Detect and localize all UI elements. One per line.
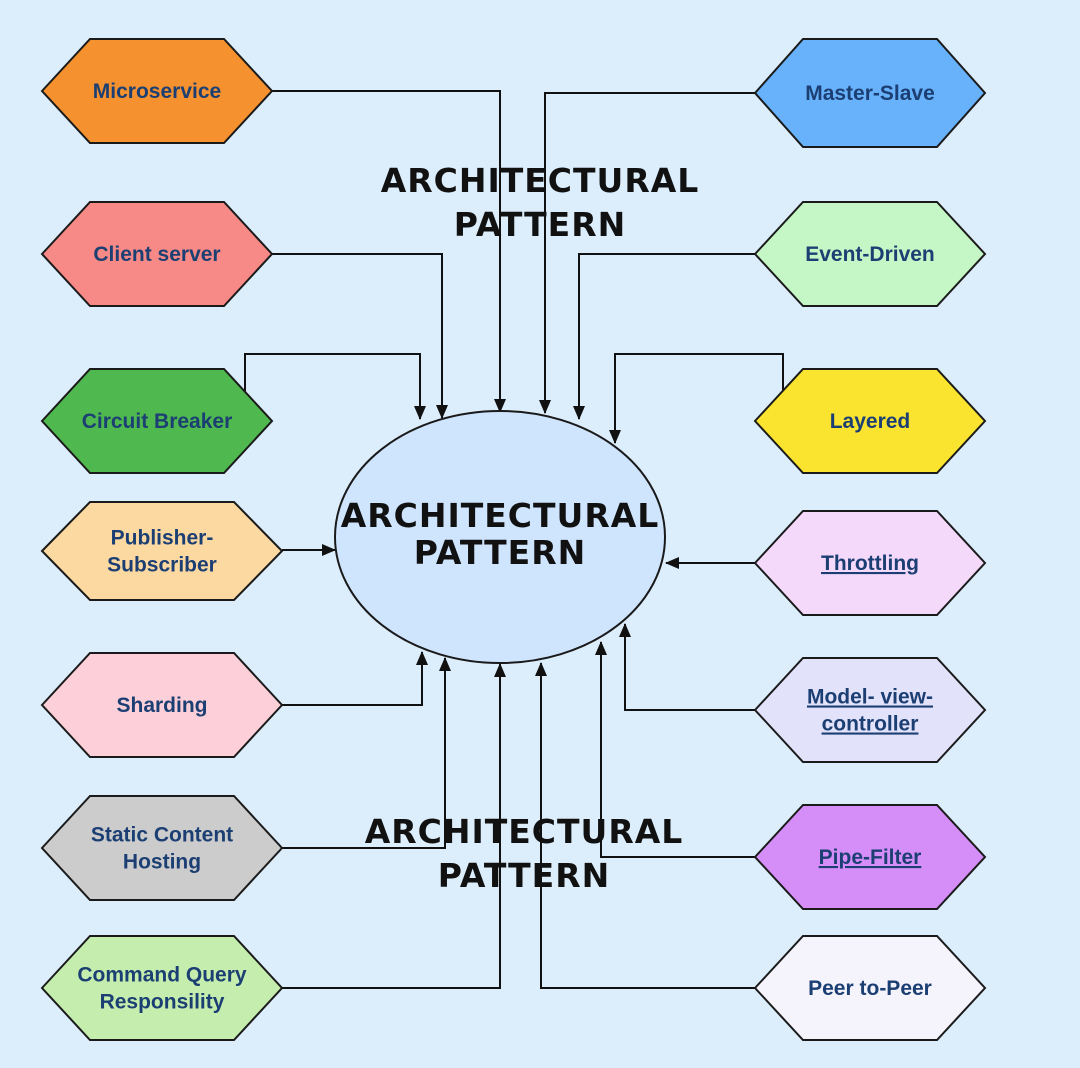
node-shape-publisher-subscriber <box>40 501 284 601</box>
node-label-throttling[interactable]: Throttling <box>821 552 919 575</box>
node-label-layered: Layered <box>830 410 911 433</box>
connector-master-slave <box>539 92 756 414</box>
top-heading-line1: ARCHITECTURAL <box>381 161 700 200</box>
node-microservice: Microservice <box>40 38 274 144</box>
connector-microservice <box>272 90 506 413</box>
node-label-microservice: Microservice <box>93 80 221 103</box>
connector-pipe-filter <box>595 641 756 858</box>
node-shape-throttling <box>753 510 987 616</box>
node-label-model-view-controller-line2[interactable]: controller <box>822 713 919 736</box>
node-label-publisher-subscriber-line1: Publisher- <box>111 527 214 550</box>
node-shape-model-view-controller <box>753 657 987 763</box>
connector-command-query-responsibility <box>282 663 506 989</box>
center-label-line1: ARCHITECTURAL <box>341 496 660 535</box>
connectors <box>244 90 784 989</box>
node-shape-command-query-responsibility <box>40 935 284 1041</box>
bottom-heading-line2: PATTERN <box>438 856 610 895</box>
node-shape-master-slave <box>753 38 987 148</box>
node-shape-event-driven <box>753 201 987 307</box>
node-layered: Layered <box>753 368 987 474</box>
connector-client-server <box>272 253 448 419</box>
node-peer-to-peer: Peer to-Peer <box>753 935 987 1041</box>
node-sharding: Sharding <box>40 652 284 758</box>
node-shape-client-server <box>40 201 274 307</box>
node-label-model-view-controller-line1[interactable]: Model- view- <box>807 686 933 709</box>
node-circuit-breaker: Circuit Breaker <box>40 368 274 474</box>
node-shape-pipe-filter <box>753 804 987 910</box>
node-client-server: Client server <box>40 201 274 307</box>
node-publisher-subscriber: Publisher- Subscriber <box>40 501 284 601</box>
connector-event-driven <box>573 253 756 420</box>
center-ellipse <box>334 410 666 664</box>
node-shape-sharding <box>40 652 284 758</box>
connector-layered <box>609 353 784 444</box>
node-label-publisher-subscriber-line2: Subscriber <box>107 554 217 577</box>
node-label-event-driven: Event-Driven <box>805 243 935 266</box>
top-heading-line2: PATTERN <box>454 205 626 244</box>
node-throttling[interactable]: Throttling <box>753 510 987 616</box>
node-label-circuit-breaker: Circuit Breaker <box>82 410 233 433</box>
node-pipe-filter[interactable]: Pipe-Filter <box>753 804 987 910</box>
connector-peer-to-peer <box>535 662 756 989</box>
connector-circuit-breaker <box>244 353 426 420</box>
node-shape-circuit-breaker <box>40 368 274 474</box>
center-label-line2: PATTERN <box>414 533 586 572</box>
node-shape-microservice <box>40 38 274 144</box>
node-label-client-server: Client server <box>93 243 220 266</box>
node-label-peer-to-peer: Peer to-Peer <box>808 977 932 1000</box>
node-label-master-slave: Master-Slave <box>805 82 935 105</box>
node-model-view-controller[interactable]: Model- view-controller <box>753 657 987 763</box>
node-label-sharding: Sharding <box>116 694 207 717</box>
connector-sharding <box>282 651 428 706</box>
node-label-pipe-filter[interactable]: Pipe-Filter <box>819 846 922 869</box>
node-shape-static-content-hosting <box>40 795 284 901</box>
connector-static-content-hosting <box>282 657 451 849</box>
bottom-heading-line1: ARCHITECTURAL <box>365 812 684 851</box>
connector-model-view-controller <box>619 623 756 711</box>
node-master-slave: Master-Slave <box>753 38 987 148</box>
node-label-static-content-hosting-line2: Hosting <box>123 851 201 874</box>
node-shape-layered <box>753 368 987 474</box>
node-event-driven: Event-Driven <box>753 201 987 307</box>
node-shape-peer-to-peer <box>753 935 987 1041</box>
node-label-command-query-responsibility-line2: Responsility <box>100 991 225 1014</box>
node-label-static-content-hosting-line1: Static Content <box>91 824 233 847</box>
node-label-command-query-responsibility-line1: Command Query <box>77 964 247 987</box>
